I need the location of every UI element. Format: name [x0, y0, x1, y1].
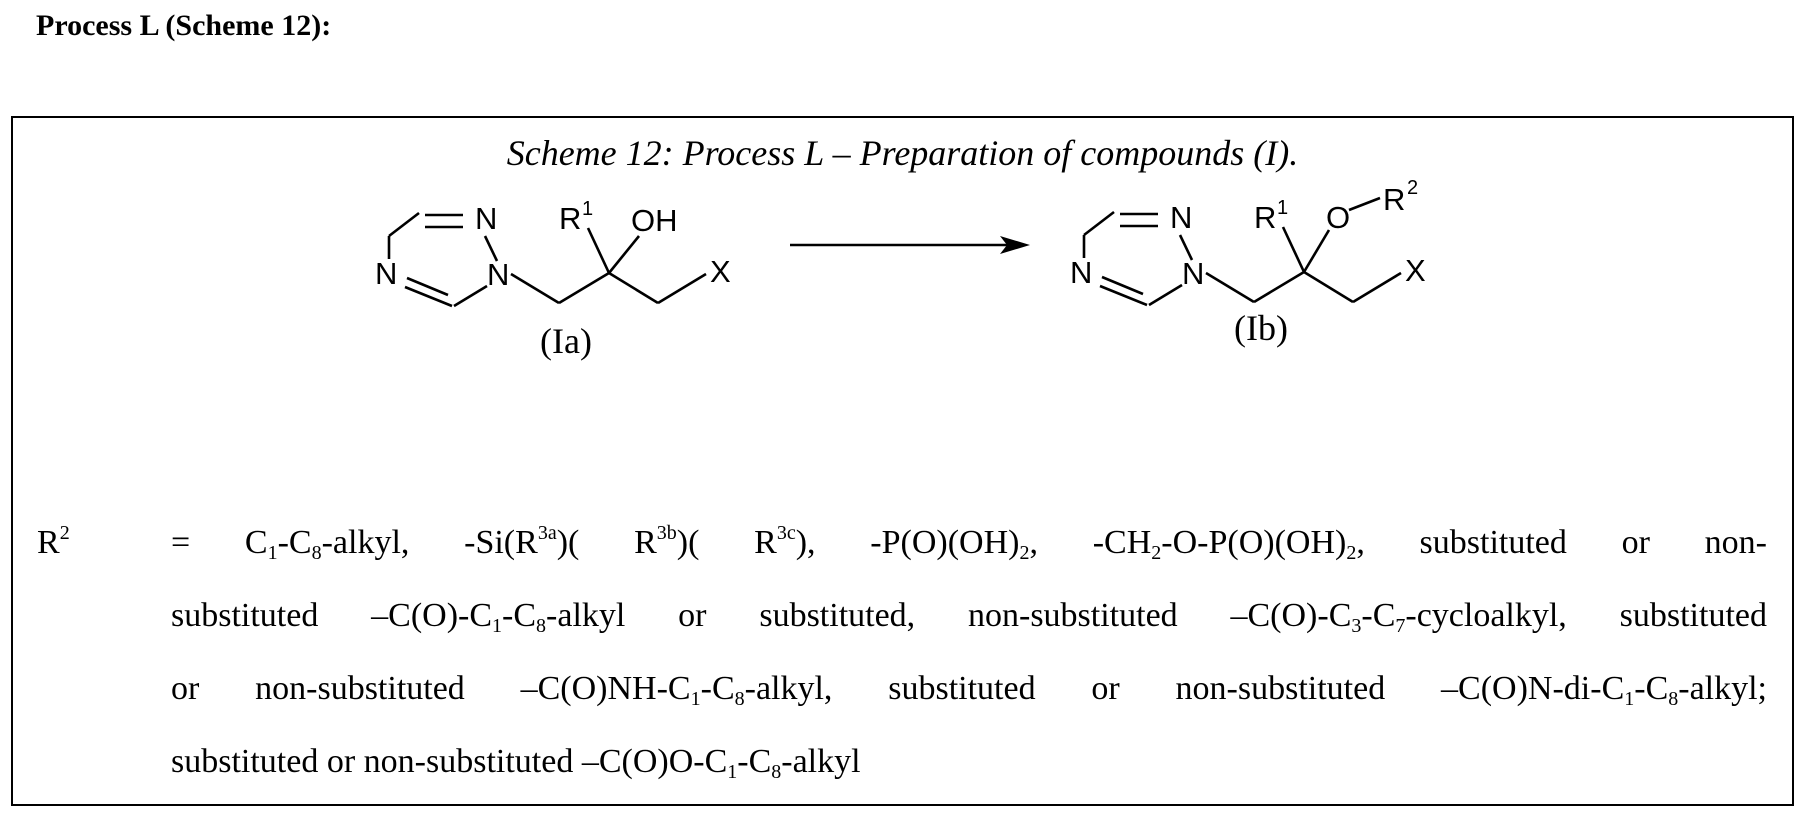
reactant-hydroxyl: OH	[631, 203, 678, 238]
product-structure	[1084, 198, 1401, 305]
reactant-atom-n-ring: N	[487, 257, 509, 292]
product-atom-n-top: N	[1170, 200, 1192, 235]
product-r1: R	[1254, 200, 1276, 235]
definition-line-1: = C1-C8-alkyl, -Si(R3a)( R3b)( R3c), -P(…	[171, 506, 1767, 579]
reactant-r1-superscript: 1	[582, 198, 593, 220]
product-atom-n-left: N	[1070, 255, 1092, 290]
definition-line-3: or non-substituted –C(O)NH-C1-C8-alkyl, …	[171, 652, 1767, 725]
definition-symbol: R2	[37, 506, 70, 580]
reactant-r1: R	[559, 201, 581, 236]
reactant-label: (Ia)	[540, 321, 592, 361]
product-r1-superscript: 1	[1277, 197, 1288, 219]
product-x: X	[1405, 253, 1426, 288]
product-r2: R	[1383, 182, 1405, 217]
definition-line-4: substituted or non-substituted –C(O)O-C1…	[171, 725, 1767, 798]
scheme-box: Scheme 12: Process L – Preparation of co…	[11, 116, 1794, 806]
product-r2-superscript: 2	[1407, 177, 1418, 199]
product-label: (Ib)	[1234, 308, 1288, 348]
definition-line-2: substituted –C(O)-C1-C8-alkyl or substit…	[171, 579, 1767, 652]
reactant-atom-n-top: N	[475, 201, 497, 236]
reactant-x: X	[710, 254, 731, 289]
product-ether-oxygen: O	[1326, 200, 1350, 235]
product-atom-n-ring: N	[1182, 256, 1204, 291]
section-heading: Process L (Scheme 12):	[36, 4, 331, 48]
reactant-atom-n-left: N	[375, 256, 397, 291]
reactant-atom-labels: N N N R 1 OH X (Ia)	[375, 198, 731, 361]
reaction-arrow	[790, 236, 1030, 254]
product-atom-labels: N N N R 1 O R 2 X (Ib)	[1070, 177, 1426, 348]
definition-text: = C1-C8-alkyl, -Si(R3a)( R3b)( R3c), -P(…	[171, 506, 1767, 798]
